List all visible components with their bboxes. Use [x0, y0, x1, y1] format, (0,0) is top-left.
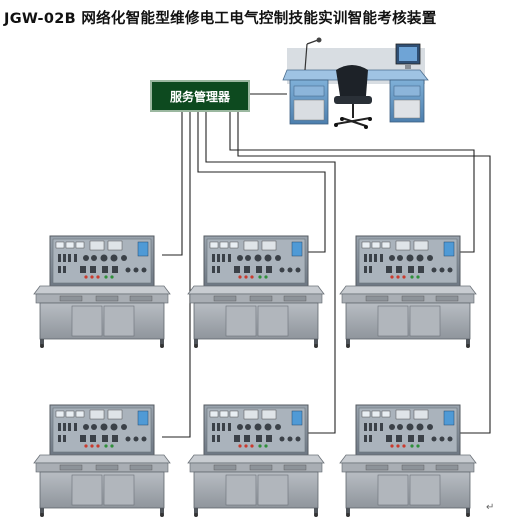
page-title: JGW-02B 网络化智能型维修电工电气控制技能实训智能考核装置: [4, 11, 437, 27]
wire-station-2: [197, 112, 326, 253]
training-bench-2: [187, 235, 325, 349]
training-bench-4: [33, 404, 171, 518]
wire-station-3: [229, 112, 475, 253]
server-manager-label: 服务管理器: [169, 89, 230, 104]
wire-station-6: [237, 112, 491, 434]
wire-station-4: [162, 112, 191, 438]
training-bench-3: [339, 235, 477, 349]
training-bench-5: [187, 404, 325, 518]
server-manager-box: 服务管理器: [150, 80, 250, 112]
wire-station-1: [162, 112, 183, 256]
training-bench-1: [33, 235, 171, 349]
server-workstation-image: [282, 37, 429, 129]
network-wires: [162, 93, 491, 438]
wire-station-5: [205, 112, 336, 434]
training-bench-6: [339, 404, 477, 518]
paragraph-return-mark: ↵: [486, 502, 495, 513]
